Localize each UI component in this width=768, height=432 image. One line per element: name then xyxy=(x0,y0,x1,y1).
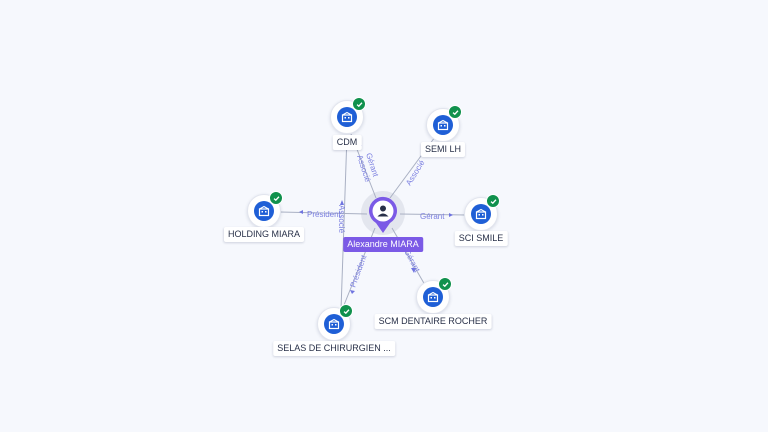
company-label-cdm[interactable]: CDM xyxy=(332,135,362,150)
arrow-scm xyxy=(411,268,416,273)
verified-check-icon xyxy=(352,97,366,111)
edge-label-semi-associe: Associé xyxy=(404,158,427,187)
arrow-selas xyxy=(350,290,355,294)
edge-line-selas-cdm xyxy=(340,134,348,311)
company-label-selas[interactable]: SELAS DE CHIRURGIEN ... xyxy=(273,341,395,356)
edge-line-holding xyxy=(279,211,368,215)
edge-label-sci-gerant: Gérant xyxy=(420,212,445,221)
company-node-cdm[interactable] xyxy=(330,97,366,134)
company-node-scm-dentaire-rocher[interactable] xyxy=(416,277,452,314)
company-label-sci-smile[interactable]: SCI SMILE xyxy=(454,231,508,246)
company-node-selas[interactable] xyxy=(317,304,353,341)
edge-line-sci xyxy=(399,213,467,216)
verified-check-icon xyxy=(486,194,500,208)
company-node-holding-miara[interactable] xyxy=(247,191,283,228)
arrow-holding xyxy=(299,210,303,214)
building-icon xyxy=(423,287,443,307)
company-node-semi-lh[interactable] xyxy=(426,105,462,142)
verified-check-icon xyxy=(269,191,283,205)
edge-label-selas-president: Président xyxy=(348,253,368,289)
verified-check-icon xyxy=(438,277,452,291)
company-label-scm-dentaire-rocher[interactable]: SCM DENTAIRE ROCHER xyxy=(374,314,492,329)
edge-label-holding-president: Président xyxy=(307,210,342,219)
edge-label-selas-associe: Associé xyxy=(337,205,346,234)
user-icon xyxy=(369,196,397,233)
verified-check-icon xyxy=(448,105,462,119)
building-icon xyxy=(433,115,453,135)
person-node[interactable] xyxy=(361,191,405,235)
building-icon xyxy=(254,201,274,221)
company-node-sci-smile[interactable] xyxy=(464,194,500,231)
company-label-semi-lh[interactable]: SEMI LH xyxy=(420,142,466,157)
arrow-sci xyxy=(449,213,453,217)
arrow-selas-cdm xyxy=(340,200,344,205)
building-icon xyxy=(337,107,357,127)
person-label[interactable]: Alexandre MIARA xyxy=(343,237,423,252)
building-icon xyxy=(471,204,491,224)
verified-check-icon xyxy=(339,304,353,318)
company-label-holding-miara[interactable]: HOLDING MIARA xyxy=(223,227,305,242)
building-icon xyxy=(324,314,344,334)
